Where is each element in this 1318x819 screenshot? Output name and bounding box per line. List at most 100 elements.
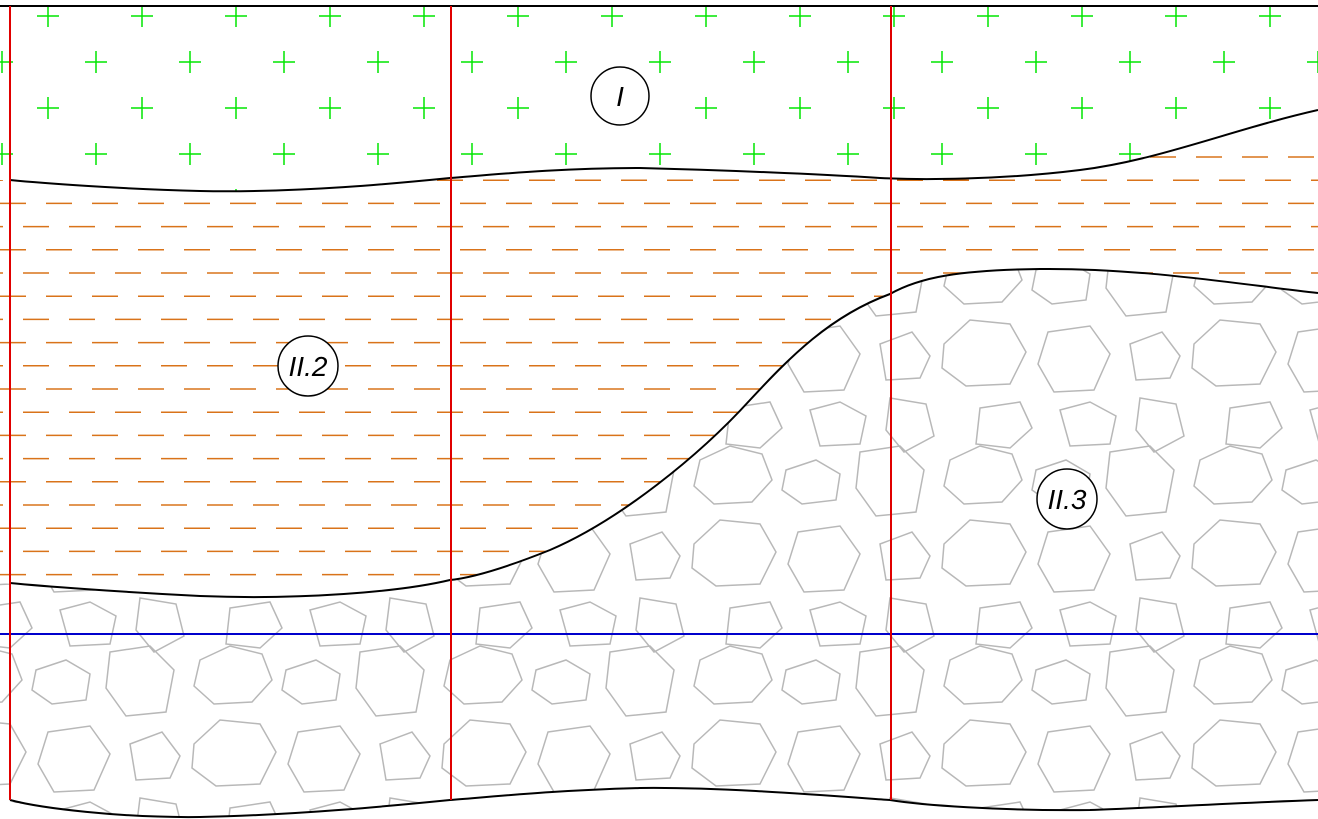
gravel-stone <box>31 659 91 705</box>
layer-label-II3-text: II.3 <box>1048 484 1087 515</box>
gravel-stone <box>59 801 117 818</box>
granite-cross-mark <box>601 5 623 27</box>
granite-cross-mark <box>977 5 999 27</box>
gravel-stone <box>879 531 931 581</box>
granite-layer-pattern <box>0 5 1318 192</box>
gravel-stone <box>1059 801 1117 818</box>
gravel-stone <box>1037 525 1111 593</box>
gravel-stone <box>975 601 1033 649</box>
granite-cross-mark <box>131 5 153 27</box>
gravel-stone <box>605 645 675 717</box>
gravel-stone <box>309 601 367 647</box>
granite-cross-mark <box>1025 51 1047 73</box>
gravel-stone <box>1105 645 1175 717</box>
granite-cross-mark <box>555 51 577 73</box>
gravel-stone <box>1287 725 1318 793</box>
gravel-stone <box>885 597 935 653</box>
gravel-stone <box>941 719 1027 787</box>
granite-cross-mark <box>1165 5 1187 27</box>
gravel-stone <box>781 459 841 505</box>
gravel-stone <box>941 519 1027 587</box>
gravel-stone <box>725 601 783 649</box>
gravel-stone <box>1191 519 1277 587</box>
gravel-stone <box>629 531 681 581</box>
gravel-stone <box>1191 719 1277 787</box>
granite-cross-mark <box>85 143 107 165</box>
granite-cross-mark <box>555 143 577 165</box>
granite-cross-mark <box>1025 143 1047 165</box>
clay-gravel-boundary <box>9 267 1318 599</box>
granite-cross-mark <box>883 97 905 119</box>
gravel-stone <box>691 719 777 787</box>
layer-label-II2-text: II.2 <box>289 351 328 382</box>
gravel-stone <box>385 597 435 653</box>
granite-cross-mark <box>837 51 859 73</box>
gravel-stone <box>1105 268 1175 317</box>
layer-label-II2: II.2 <box>277 335 339 397</box>
granite-cross-mark <box>743 143 765 165</box>
granite-cross-mark <box>1119 51 1141 73</box>
granite-cross-mark <box>273 143 295 165</box>
layer-label-I-text: I <box>616 81 624 112</box>
gravel-stone <box>975 801 1033 818</box>
gravel-stone <box>879 731 931 781</box>
gravel-stone <box>1193 445 1273 505</box>
gravel-stone <box>1059 401 1117 447</box>
gravel-stone <box>135 797 185 818</box>
gravel-stone <box>191 719 277 787</box>
gravel-stone <box>781 659 841 705</box>
gravel-stone <box>943 445 1023 505</box>
gravel-stone <box>691 519 777 587</box>
gravel-stone <box>879 331 931 381</box>
granite-cross-mark <box>1213 51 1235 73</box>
gravel-stone <box>355 645 425 717</box>
granite-cross-mark <box>649 143 671 165</box>
gravel-stone <box>379 731 431 781</box>
gravel-stone <box>629 731 681 781</box>
granite-clay-boundary <box>9 109 1318 193</box>
gravel-stone <box>559 601 617 647</box>
gravel-stone <box>809 601 867 647</box>
gravel-stone <box>1105 445 1175 517</box>
granite-cross-mark <box>367 143 389 165</box>
granite-cross-mark <box>789 5 811 27</box>
gravel-stone <box>1225 601 1283 649</box>
gravel-stone <box>1129 331 1181 381</box>
bottom-boundary <box>9 786 1318 819</box>
gravel-stone <box>1193 268 1273 305</box>
gravel-stone <box>281 659 341 705</box>
gravel-stone <box>287 725 361 793</box>
gravel-stone <box>885 397 935 453</box>
gravel-stone <box>1281 659 1318 705</box>
gravel-stone <box>225 601 283 649</box>
granite-cross-mark <box>273 51 295 73</box>
gravel-stone <box>135 597 185 653</box>
gravel-stone <box>225 801 283 818</box>
gravel-stone <box>1031 268 1091 305</box>
granite-cross-mark <box>695 5 717 27</box>
granite-cross-mark <box>1307 51 1318 73</box>
gravel-stone <box>1193 645 1273 705</box>
granite-cross-mark <box>413 5 435 27</box>
gravel-stone <box>1225 401 1283 449</box>
granite-cross-mark <box>1071 5 1093 27</box>
granite-cross-mark <box>1165 97 1187 119</box>
granite-cross-mark <box>319 97 341 119</box>
granite-cross-mark <box>37 97 59 119</box>
granite-cross-mark <box>225 97 247 119</box>
gravel-stone <box>855 645 925 717</box>
granite-cross-mark <box>179 143 201 165</box>
gravel-stone <box>725 401 783 449</box>
gravel-stone <box>1287 325 1318 393</box>
gravel-stone <box>693 445 773 505</box>
granite-cross-mark <box>85 51 107 73</box>
gravel-stone <box>1037 325 1111 393</box>
granite-cross-mark <box>367 51 389 73</box>
gravel-stone <box>693 645 773 705</box>
gravel-stone <box>1031 659 1091 705</box>
gravel-stone <box>635 597 685 653</box>
gravel-stone <box>943 645 1023 705</box>
gravel-stone <box>105 645 175 717</box>
